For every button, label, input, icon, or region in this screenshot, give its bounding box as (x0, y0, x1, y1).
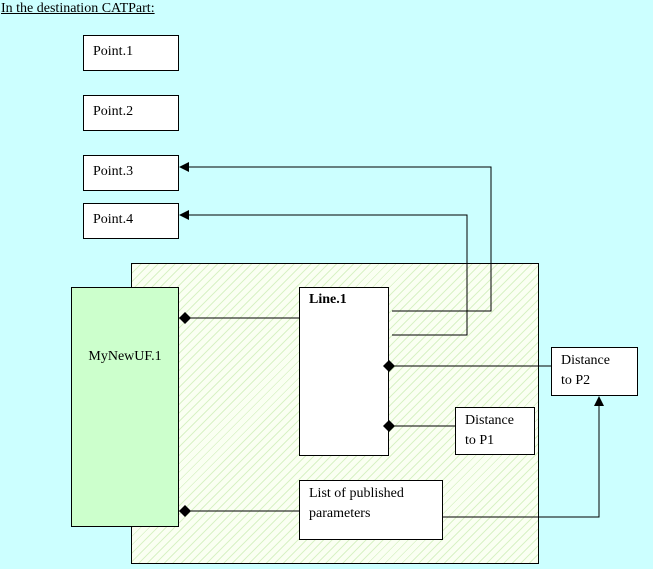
published-parameters-box: List of published parameters (299, 480, 443, 540)
uf-parameters-diamond (179, 505, 191, 517)
line-to-point3-connector (187, 166, 492, 312)
user-feature-box: MyNewUF.1 (71, 287, 179, 527)
uf-line-diamond (179, 312, 191, 324)
point3-arrowhead (179, 162, 189, 172)
line-distance-p2-diamond (383, 360, 395, 372)
distance-to-p2-box: Distance to P2 (551, 347, 638, 396)
line-to-point4-connector (187, 214, 468, 336)
line-distance-p1-diamond (383, 420, 395, 432)
distance-p2-arrowhead (594, 396, 604, 406)
line-1-box: Line.1 (299, 287, 389, 456)
point4-arrowhead (179, 210, 189, 220)
distance-to-p1-box: Distance to P1 (455, 407, 535, 455)
parameters-to-distance-p2-connector (443, 404, 600, 518)
point-3-box: Point.3 (83, 155, 179, 191)
point-4-box: Point.4 (83, 203, 179, 239)
point-2-box: Point.2 (83, 95, 179, 131)
point-1-box: Point.1 (83, 35, 179, 71)
diagram-caption: In the destination CATPart: (1, 1, 155, 16)
